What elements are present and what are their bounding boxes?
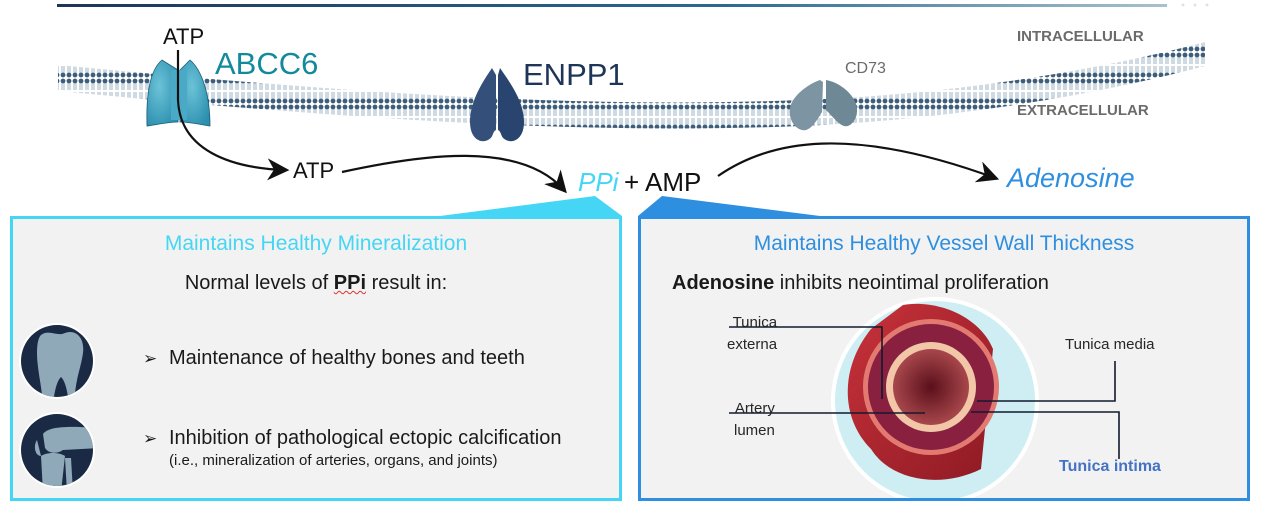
enpp1-protein-icon (470, 68, 524, 142)
intro-ppi: PPi (333, 272, 367, 294)
vessel-wall-title: Maintains Healthy Vessel Wall Thickness (753, 232, 1135, 255)
atp-intracellular-label: ATP (163, 24, 205, 49)
knee-joint-icon (19, 412, 95, 488)
label-line: Tunica (732, 314, 778, 331)
cd73-label: CD73 (845, 60, 886, 77)
header-rule (57, 4, 1167, 7)
mineralization-panel: Maintains Healthy Mineralization Normal … (10, 216, 622, 501)
tooth-icon (19, 323, 95, 399)
intracellular-label: INTRACELLULAR (1017, 28, 1144, 45)
artery-lumen (893, 349, 969, 425)
extracellular-label: EXTRACELLULAR (1017, 102, 1149, 119)
bullet-text: Maintenance of healthy bones and teeth (169, 347, 525, 369)
bullet-text: Inhibition of pathological ectopic calci… (169, 427, 562, 449)
tunica-media-label: Tunica media (1065, 336, 1155, 353)
artery-lumen-label: Artery lumen (734, 398, 775, 442)
tunica-intima-leader (971, 411, 1120, 459)
atp-transport-arrow (176, 50, 290, 181)
label-line: externa (727, 336, 778, 353)
bullet-item-bones-teeth: ➢ Maintenance of healthy bones and teeth (143, 347, 525, 370)
bullet-item-calcification: ➢ Inhibition of pathological ectopic calc… (143, 427, 561, 469)
vessel-wall-panel: Maintains Healthy Vessel Wall Thickness … (638, 216, 1250, 501)
bullet-arrow-icon: ➢ (143, 349, 158, 368)
left-panel-callout (440, 196, 622, 216)
intro-suffix: result in: (366, 272, 448, 294)
atp-extracellular-label: ATP (293, 158, 335, 183)
tunica-intima-label: Tunica intima (1059, 458, 1161, 475)
tunica-externa-leader (729, 326, 883, 399)
intro-prefix: Normal levels of (184, 272, 334, 294)
intro-adenosine: Adenosine (672, 272, 775, 294)
mineralization-title: Maintains Healthy Mineralization (164, 232, 468, 255)
bullet-arrow-icon: ➢ (143, 429, 158, 448)
amp-label: + AMP (624, 167, 702, 197)
pathway-diagram (57, 3, 1209, 216)
artery-cross-section-illustration (729, 297, 1120, 498)
right-panel-callout (638, 196, 820, 216)
intro-rest: inhibits neointimal proliferation (774, 272, 1049, 294)
adenosine-label: Adenosine (1007, 163, 1135, 193)
mineralization-intro: Normal levels of PPi result in: (13, 272, 619, 295)
amp-to-adenosine-arrow (717, 142, 1000, 183)
atp-to-ppi-arrow (341, 154, 567, 194)
cell-membrane (58, 42, 1205, 129)
label-line: lumen (734, 422, 775, 439)
cd73-protein-icon (789, 80, 858, 131)
vessel-wall-intro: Adenosine inhibits neointimal proliferat… (672, 272, 1049, 295)
abcc6-label: ABCC6 (215, 46, 319, 81)
enpp1-label: ENPP1 (523, 57, 625, 92)
tunica-externa-label: Tunica externa (727, 312, 777, 356)
label-line: Artery (734, 400, 775, 417)
tunica-media-leader (977, 361, 1116, 402)
ppi-label: PPi (578, 167, 619, 197)
bullet-subtext: (i.e., mineralization of arteries, organ… (169, 452, 498, 469)
